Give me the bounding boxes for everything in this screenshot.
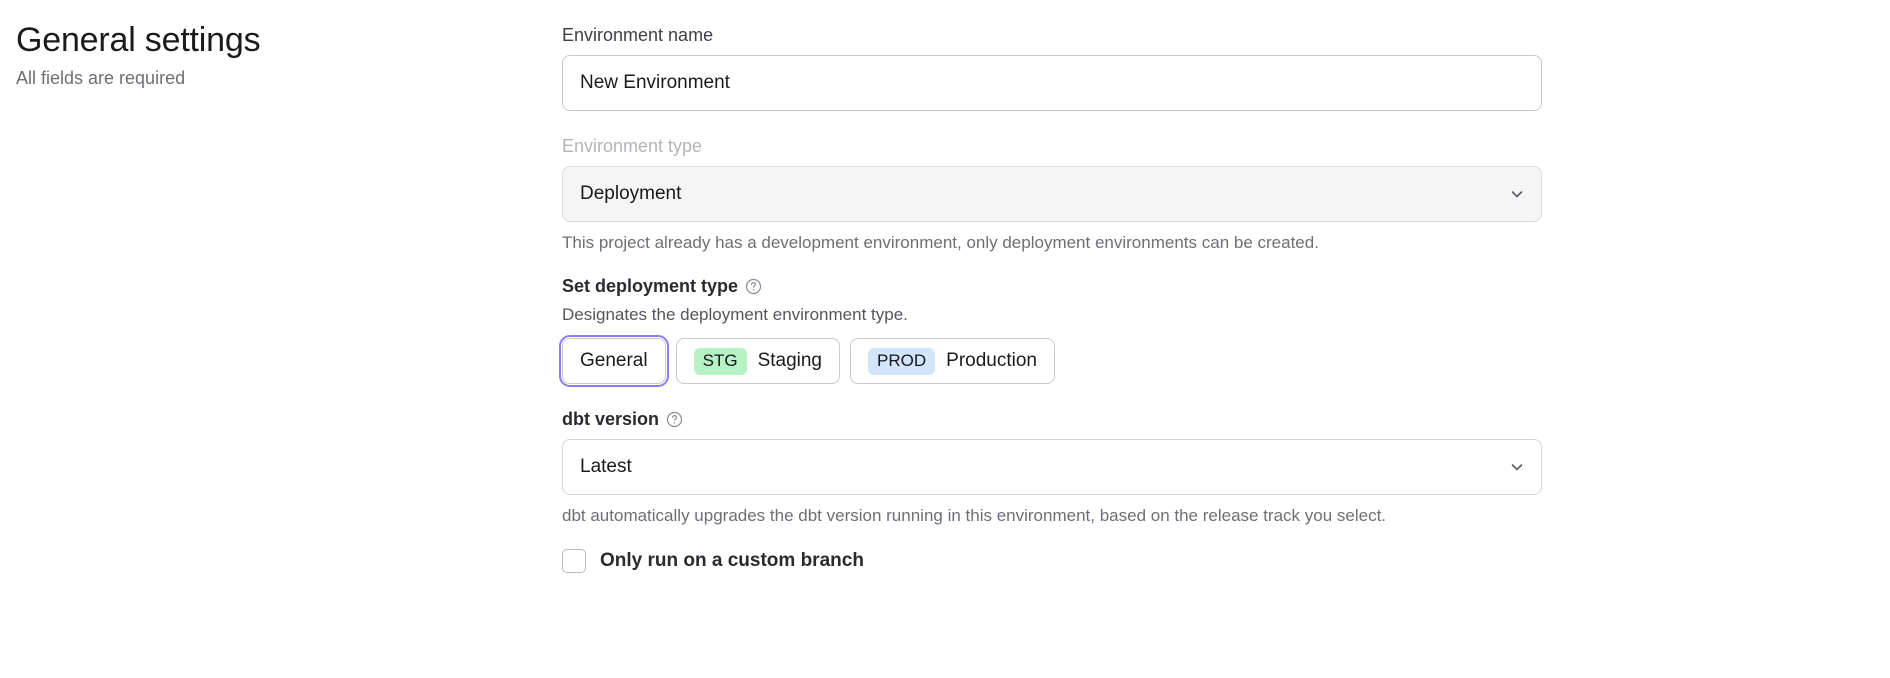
settings-header: General settings All fields are required <box>16 18 516 90</box>
deployment-type-option-staging-label: Staging <box>757 350 823 371</box>
dbt-version-label-text: dbt version <box>562 409 660 429</box>
deployment-type-option-production-label: Production <box>946 350 1037 371</box>
deployment-type-option-staging[interactable]: STG Staging <box>675 338 841 384</box>
staging-badge: STG <box>693 347 747 375</box>
deployment-type-label: Set deployment type <box>562 273 1542 299</box>
deployment-type-field-group: Set deployment type Designates the deplo… <box>558 273 1542 388</box>
dbt-version-select[interactable]: Latest <box>562 439 1542 495</box>
deployment-type-option-general[interactable]: General <box>558 334 670 388</box>
custom-branch-label[interactable]: Only run on a custom branch <box>600 550 864 571</box>
page-subtitle: All fields are required <box>16 68 186 88</box>
deployment-type-option-production[interactable]: PROD Production <box>850 338 1055 384</box>
production-badge: PROD <box>868 347 936 375</box>
environment-type-label: Environment type <box>562 136 703 156</box>
settings-form: Environment name Environment type Deploy… <box>558 22 1542 573</box>
dbt-version-select-value: Latest <box>562 439 1542 495</box>
environment-type-select-value: Deployment <box>562 166 1542 222</box>
environment-type-helper: This project already has a development e… <box>562 233 1319 252</box>
deployment-type-options: General STG Staging PROD Production <box>558 334 1542 388</box>
environment-type-field-group: Environment type Deployment This project… <box>562 133 1542 255</box>
custom-branch-row[interactable]: Only run on a custom branch <box>562 549 1542 573</box>
environment-type-select: Deployment <box>562 166 1542 222</box>
question-circle-icon[interactable] <box>666 411 683 428</box>
deployment-type-label-text: Set deployment type <box>562 276 739 296</box>
custom-branch-checkbox[interactable] <box>562 549 586 573</box>
dbt-version-field-group: dbt version Latest dbt automatically upg… <box>562 406 1542 528</box>
dbt-version-helper: dbt automatically upgrades the dbt versi… <box>562 506 1387 525</box>
dbt-version-label: dbt version <box>562 406 1542 432</box>
deployment-type-description: Designates the deployment environment ty… <box>562 305 908 324</box>
question-circle-icon[interactable] <box>745 278 762 295</box>
environment-name-label: Environment name <box>562 25 714 45</box>
page-title: General settings <box>16 21 261 59</box>
deployment-type-option-general-label: General <box>580 350 648 371</box>
environment-name-input[interactable] <box>562 55 1542 111</box>
environment-name-field-group: Environment name <box>562 22 1542 111</box>
